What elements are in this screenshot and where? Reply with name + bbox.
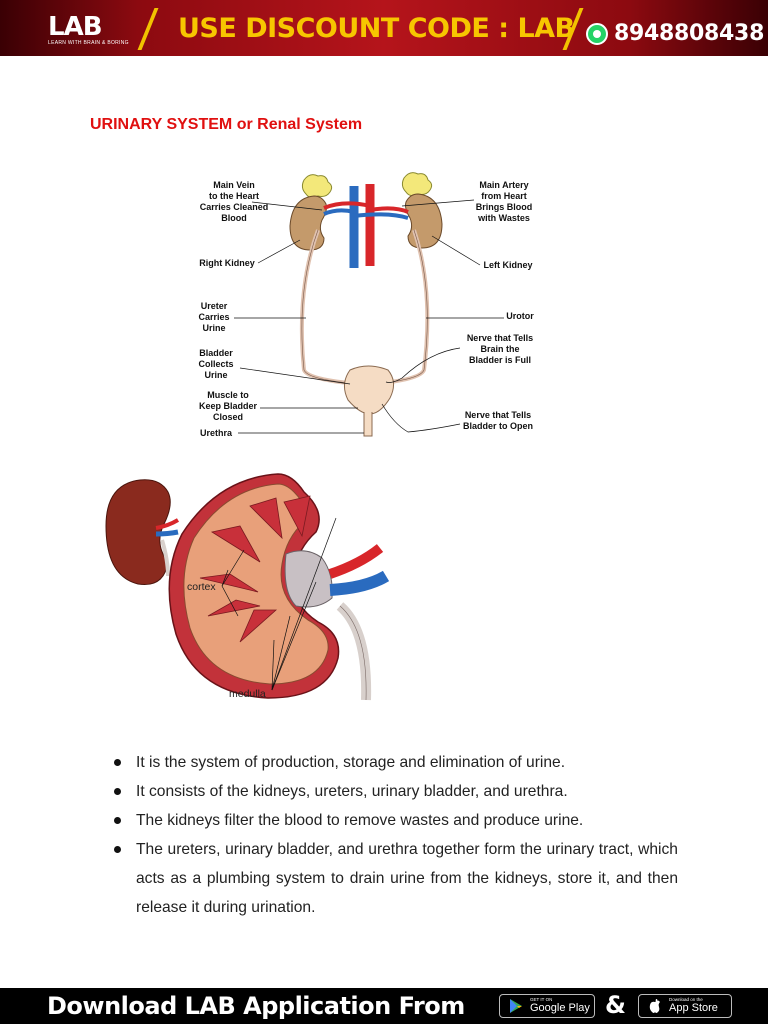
top-banner: LAB LEARN WITH BRAIN & BORING USE DISCOU… — [0, 0, 768, 56]
urethra — [363, 412, 373, 437]
google-play-label: Google Play — [530, 1002, 590, 1014]
label-urethra: Urethra — [200, 428, 233, 438]
label-main-artery: Main Artery — [479, 180, 528, 190]
svg-text:from Heart: from Heart — [481, 191, 527, 201]
left-ureter — [371, 229, 430, 386]
app-store-small-text: Download on the — [669, 997, 703, 1002]
svg-text:Blood: Blood — [221, 213, 247, 223]
renal-pelvis — [284, 550, 333, 608]
label-main-vein: Main Vein — [213, 180, 255, 190]
app-store-button[interactable]: Download on the App Store — [638, 994, 732, 1018]
phone-number: 8948808438 — [614, 21, 765, 46]
label-nerve-open: Nerve that Tells — [465, 410, 531, 420]
svg-text:Carries Cleaned: Carries Cleaned — [200, 202, 269, 212]
renal-vein — [329, 570, 390, 596]
renal-artery — [328, 544, 384, 579]
logo-tagline: LEARN WITH BRAIN & BORING — [48, 40, 129, 46]
svg-text:Bladder to Open: Bladder to Open — [463, 421, 533, 431]
ampersand: & — [605, 991, 626, 1019]
label-ureter: Ureter — [201, 301, 228, 311]
bullet-list: It is the system of production, storage … — [112, 748, 678, 922]
slash-divider — [137, 8, 159, 50]
list-item: The ureters, urinary bladder, and urethr… — [112, 835, 678, 922]
label-right-kidney: Right Kidney — [199, 258, 255, 268]
right-kidney — [289, 195, 327, 251]
label-urotor: Urotor — [506, 311, 534, 321]
kidney-cross-section-diagram: cortex medulla — [105, 473, 390, 701]
right-adrenal-gland — [301, 174, 333, 199]
apple-icon — [649, 999, 660, 1013]
google-play-button[interactable]: GET IT ON Google Play — [499, 994, 595, 1018]
label-left-kidney: Left Kidney — [483, 260, 532, 270]
label-medulla: medulla — [229, 688, 266, 700]
svg-text:Keep Bladder: Keep Bladder — [199, 401, 258, 411]
page-title: URINARY SYSTEM or Renal System — [90, 116, 363, 133]
label-muscle: Muscle to — [207, 390, 249, 400]
bladder — [344, 365, 394, 415]
download-app-text: Download LAB Application From — [47, 992, 465, 1020]
google-play-icon — [510, 999, 522, 1013]
ureter-section — [336, 602, 372, 701]
svg-text:Brain the: Brain the — [480, 344, 519, 354]
svg-text:Urine: Urine — [202, 323, 225, 333]
label-nerve-full: Nerve that Tells — [467, 333, 533, 343]
left-adrenal-gland — [401, 172, 433, 197]
app-store-label: App Store — [669, 1002, 718, 1014]
svg-text:Collects: Collects — [198, 359, 233, 369]
label-bladder: Bladder — [199, 348, 233, 358]
bottom-banner: Download LAB Application From GET IT ON … — [0, 988, 768, 1024]
medulla-pyramids — [199, 495, 311, 643]
discount-code-text: USE DISCOUNT CODE : LAB — [178, 13, 575, 44]
svg-text:Bladder is Full: Bladder is Full — [469, 355, 531, 365]
list-item: The kidneys filter the blood to remove w… — [112, 806, 678, 835]
urinary-system-diagram: Main Vein to the Heart Carries Cleaned B… — [198, 172, 534, 438]
svg-text:Closed: Closed — [213, 412, 243, 422]
svg-text:Carries: Carries — [198, 312, 229, 322]
svg-text:Urine: Urine — [204, 370, 227, 380]
list-item: It is the system of production, storage … — [112, 748, 678, 777]
left-kidney — [405, 193, 443, 249]
whatsapp-icon — [586, 23, 608, 45]
svg-text:Brings Blood: Brings Blood — [476, 202, 533, 212]
svg-text:to the Heart: to the Heart — [209, 191, 259, 201]
svg-text:with Wastes: with Wastes — [477, 213, 530, 223]
google-play-small-text: GET IT ON — [530, 997, 553, 1002]
list-item: It consists of the kidneys, ureters, uri… — [112, 777, 678, 806]
label-cortex: cortex — [187, 581, 216, 593]
lab-logo: LAB — [48, 12, 103, 42]
